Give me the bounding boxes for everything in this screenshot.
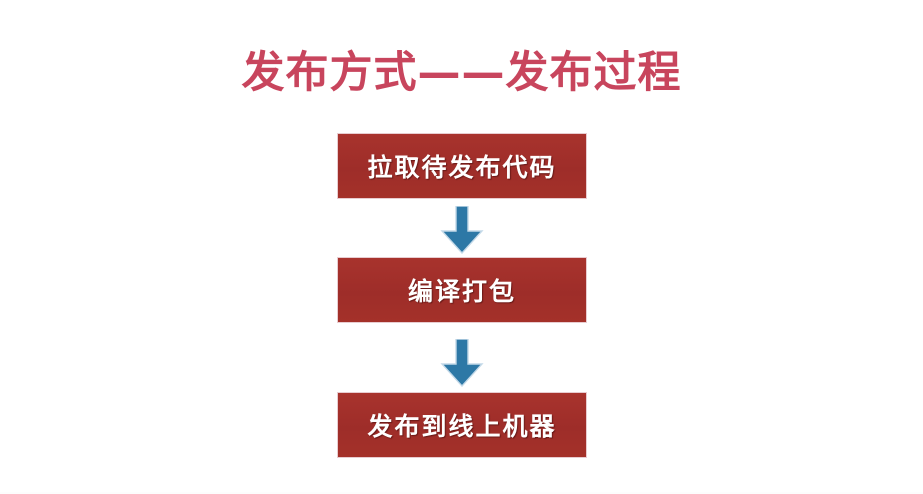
page-title: 发布方式——发布过程 <box>241 48 682 98</box>
flow-step-box-2[interactable]: 编译打包 <box>337 257 587 323</box>
arrow-down-icon-2 <box>436 339 488 387</box>
arrow-down-icon-1 <box>436 206 488 254</box>
flow-step-label-1: 拉取待发布代码 <box>367 153 557 182</box>
flow-step-label-3: 发布到线上机器 <box>367 412 557 441</box>
flow-step-label-2: 编译打包 <box>407 277 516 306</box>
flowchart: 拉取待发布代码 编译打包 发布到线上机器 <box>337 132 589 460</box>
page-bottom-edge <box>0 492 923 494</box>
flow-step-box-1[interactable]: 拉取待发布代码 <box>337 133 587 199</box>
flow-step-box-3[interactable]: 发布到线上机器 <box>337 392 587 458</box>
